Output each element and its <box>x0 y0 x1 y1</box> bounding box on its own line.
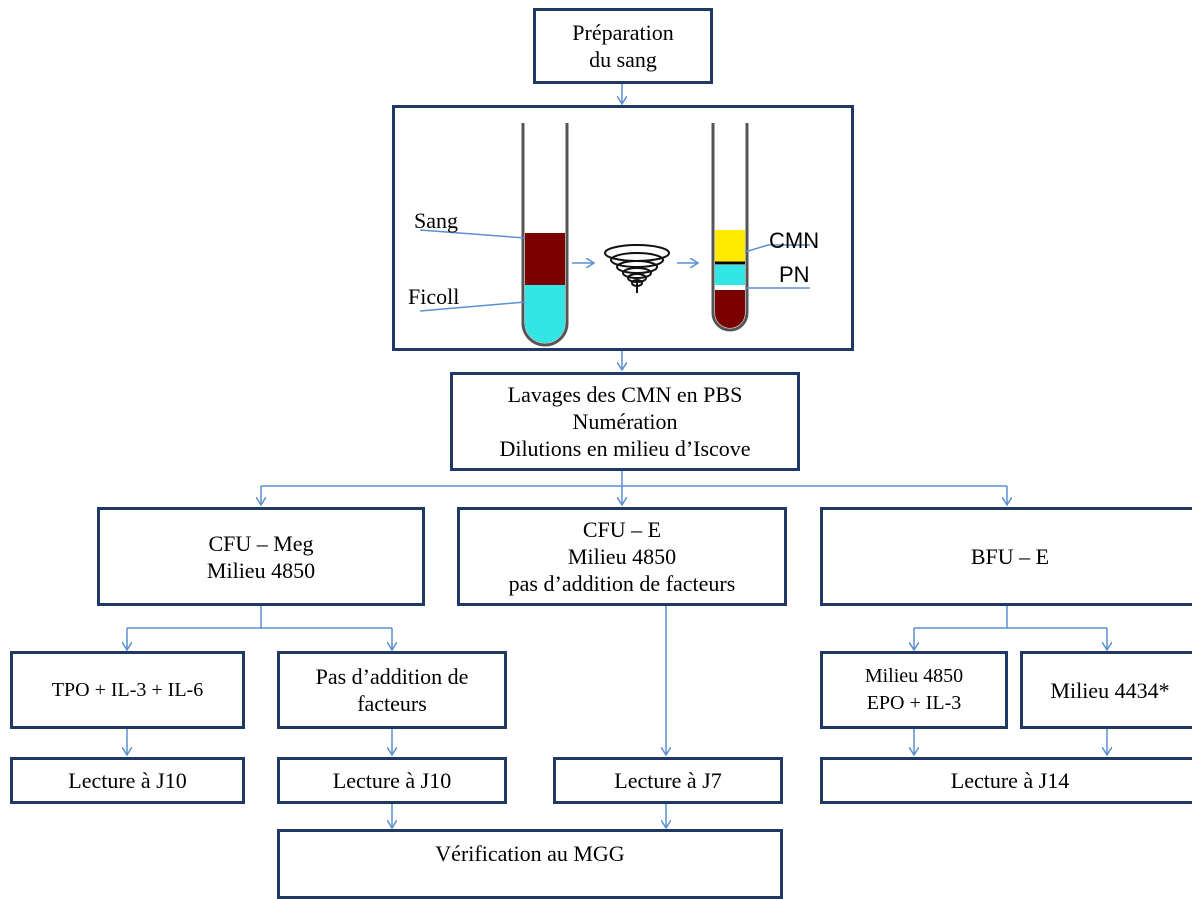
washing-line1: Lavages des CMN en PBS <box>507 382 743 407</box>
no-factor-line1: Pas d’addition de <box>315 664 469 689</box>
sang-label: Sang <box>414 208 458 233</box>
readout-j14-box: Lecture à J14 <box>820 757 1192 804</box>
milieu-4434-condition-box: Milieu 4434* <box>1020 651 1192 729</box>
blood-preparation-line2: du sang <box>589 47 657 72</box>
pn-label: PN <box>779 262 810 287</box>
cfu-meg-box: CFU – Meg Milieu 4850 <box>97 507 425 606</box>
milieu-4850-line2: EPO + IL-3 <box>866 692 962 714</box>
tpo-condition-box: TPO + IL-3 + IL-6 <box>10 651 245 729</box>
readout-j10-tpo-box: Lecture à J10 <box>10 757 245 804</box>
washing-line2: Numération <box>572 409 678 434</box>
no-factor-line2: facteurs <box>357 691 427 716</box>
washing-box: Lavages des CMN en PBS Numération Diluti… <box>450 372 800 471</box>
centrifugation-box <box>392 105 854 351</box>
bfu-e-line1: BFU – E <box>970 544 1050 569</box>
cfu-e-line1: CFU – E <box>582 517 662 542</box>
cfu-e-box: CFU – E Milieu 4850 pas d’addition de fa… <box>457 507 787 606</box>
cfu-e-line3: pas d’addition de facteurs <box>508 571 736 596</box>
tube-before-icon <box>521 123 569 347</box>
milieu-4850-line1: Milieu 4850 <box>864 665 964 687</box>
milieu-4850-condition-box: Milieu 4850 EPO + IL-3 <box>820 651 1008 729</box>
ficoll-label: Ficoll <box>408 284 460 309</box>
cmn-layer <box>715 230 745 262</box>
connector-lines <box>0 83 1192 877</box>
bfu-e-box: BFU – E <box>820 507 1192 606</box>
mgg-verification-box: Vérification au MGG <box>277 829 783 899</box>
mgg-verification-text: Vérification au MGG <box>435 841 625 866</box>
readout-j14-text: Lecture à J14 <box>950 768 1070 793</box>
readout-j10-no-factor-box: Lecture à J10 <box>277 757 507 804</box>
blood-preparation-line1: Préparation <box>572 20 674 45</box>
no-factor-condition-box: Pas d’addition de facteurs <box>277 651 507 729</box>
blood-preparation-box: Préparation du sang <box>533 8 713 84</box>
cfu-meg-line1: CFU – Meg <box>208 530 314 556</box>
ficoll-layer <box>525 285 565 343</box>
cfu-e-line2: Milieu 4850 <box>567 544 677 569</box>
readout-j10-no-factor-text: Lecture à J10 <box>332 768 452 793</box>
pn-layer <box>715 265 745 285</box>
cmn-label: CMN <box>769 228 820 253</box>
washing-line3: Dilutions en milieu d’Iscove <box>499 436 751 461</box>
tube-after-icon <box>711 123 749 332</box>
cfu-meg-line2: Milieu 4850 <box>206 557 316 583</box>
readout-j10-tpo-text: Lecture à J10 <box>68 768 187 793</box>
readout-j7-text: Lecture à J7 <box>614 768 722 793</box>
centrifuge-vortex-icon <box>604 244 670 293</box>
tpo-condition-text: TPO + IL-3 + IL-6 <box>51 678 204 701</box>
tube-illustration <box>419 123 810 347</box>
milieu-4434-text: Milieu 4434* <box>1050 677 1170 703</box>
readout-j7-box: Lecture à J7 <box>553 757 783 804</box>
